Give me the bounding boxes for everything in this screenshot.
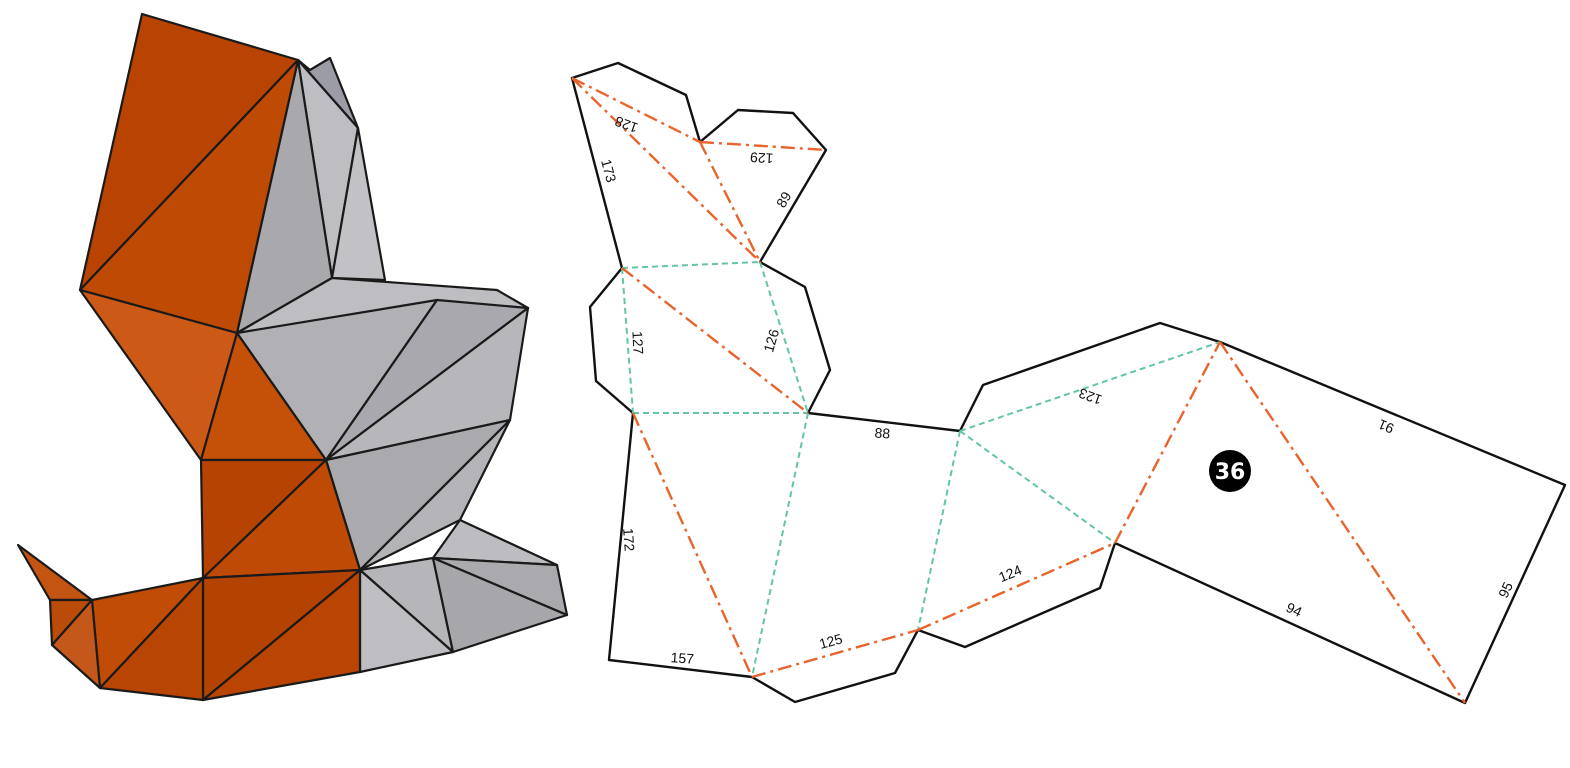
mountain-fold-line xyxy=(621,261,761,269)
valley-fold-line xyxy=(751,628,919,679)
mountain-fold-line xyxy=(751,412,809,678)
valley-fold-line xyxy=(631,412,754,678)
mountain-fold-line xyxy=(959,341,1221,432)
edge-label-88: 88 xyxy=(874,424,891,441)
edge-label-172: 172 xyxy=(620,527,638,552)
model-face-orange xyxy=(50,598,102,690)
model-face-orange xyxy=(16,543,94,602)
valley-fold-line xyxy=(621,267,809,414)
edge-label-126: 126 xyxy=(760,327,782,354)
edge-label-128: 128 xyxy=(612,113,640,136)
piece-number-badge: 36 xyxy=(1209,450,1251,492)
edge-label-94: 94 xyxy=(1284,599,1305,620)
edge-label-124: 124 xyxy=(996,561,1024,585)
edge-label-129: 129 xyxy=(749,149,773,166)
model-face-orange xyxy=(201,568,362,702)
badge-circle xyxy=(1209,450,1251,492)
valley-fold-line xyxy=(699,140,827,152)
mountain-fold-line xyxy=(759,261,809,414)
model-face-grey xyxy=(431,556,569,654)
valley-fold-line xyxy=(1219,341,1466,704)
unfolded-net: 128 129 173 89 127 126 88 123 91 172 124… xyxy=(570,61,1567,705)
valley-fold-line xyxy=(571,77,761,263)
model-face-orange xyxy=(98,576,205,702)
edge-label-127: 127 xyxy=(629,331,646,355)
mountain-fold-line xyxy=(621,267,634,414)
edge-label-173: 173 xyxy=(598,157,620,184)
edge-label-123: 123 xyxy=(1076,385,1104,408)
edge-label-89: 89 xyxy=(773,189,795,211)
valley-fold-line xyxy=(571,76,701,144)
valley-folds xyxy=(571,76,1466,704)
mountain-fold-line xyxy=(917,430,961,631)
edge-label-91: 91 xyxy=(1376,416,1397,437)
edge-label-95: 95 xyxy=(1495,579,1516,600)
mountain-fold-line xyxy=(959,430,1116,544)
mountain-folds xyxy=(621,261,1221,678)
edge-label-125: 125 xyxy=(817,630,844,652)
model-3d-render xyxy=(16,12,569,702)
valley-fold-line xyxy=(698,141,762,263)
valley-fold-line xyxy=(1113,341,1222,544)
edge-labels: 128 129 173 89 127 126 88 123 91 172 124… xyxy=(598,113,1516,667)
model-face-grey xyxy=(358,418,512,572)
piece-number: 36 xyxy=(1215,460,1246,485)
valley-fold-line xyxy=(917,541,1116,632)
edge-label-157: 157 xyxy=(670,649,695,667)
net-outline xyxy=(570,61,1567,705)
